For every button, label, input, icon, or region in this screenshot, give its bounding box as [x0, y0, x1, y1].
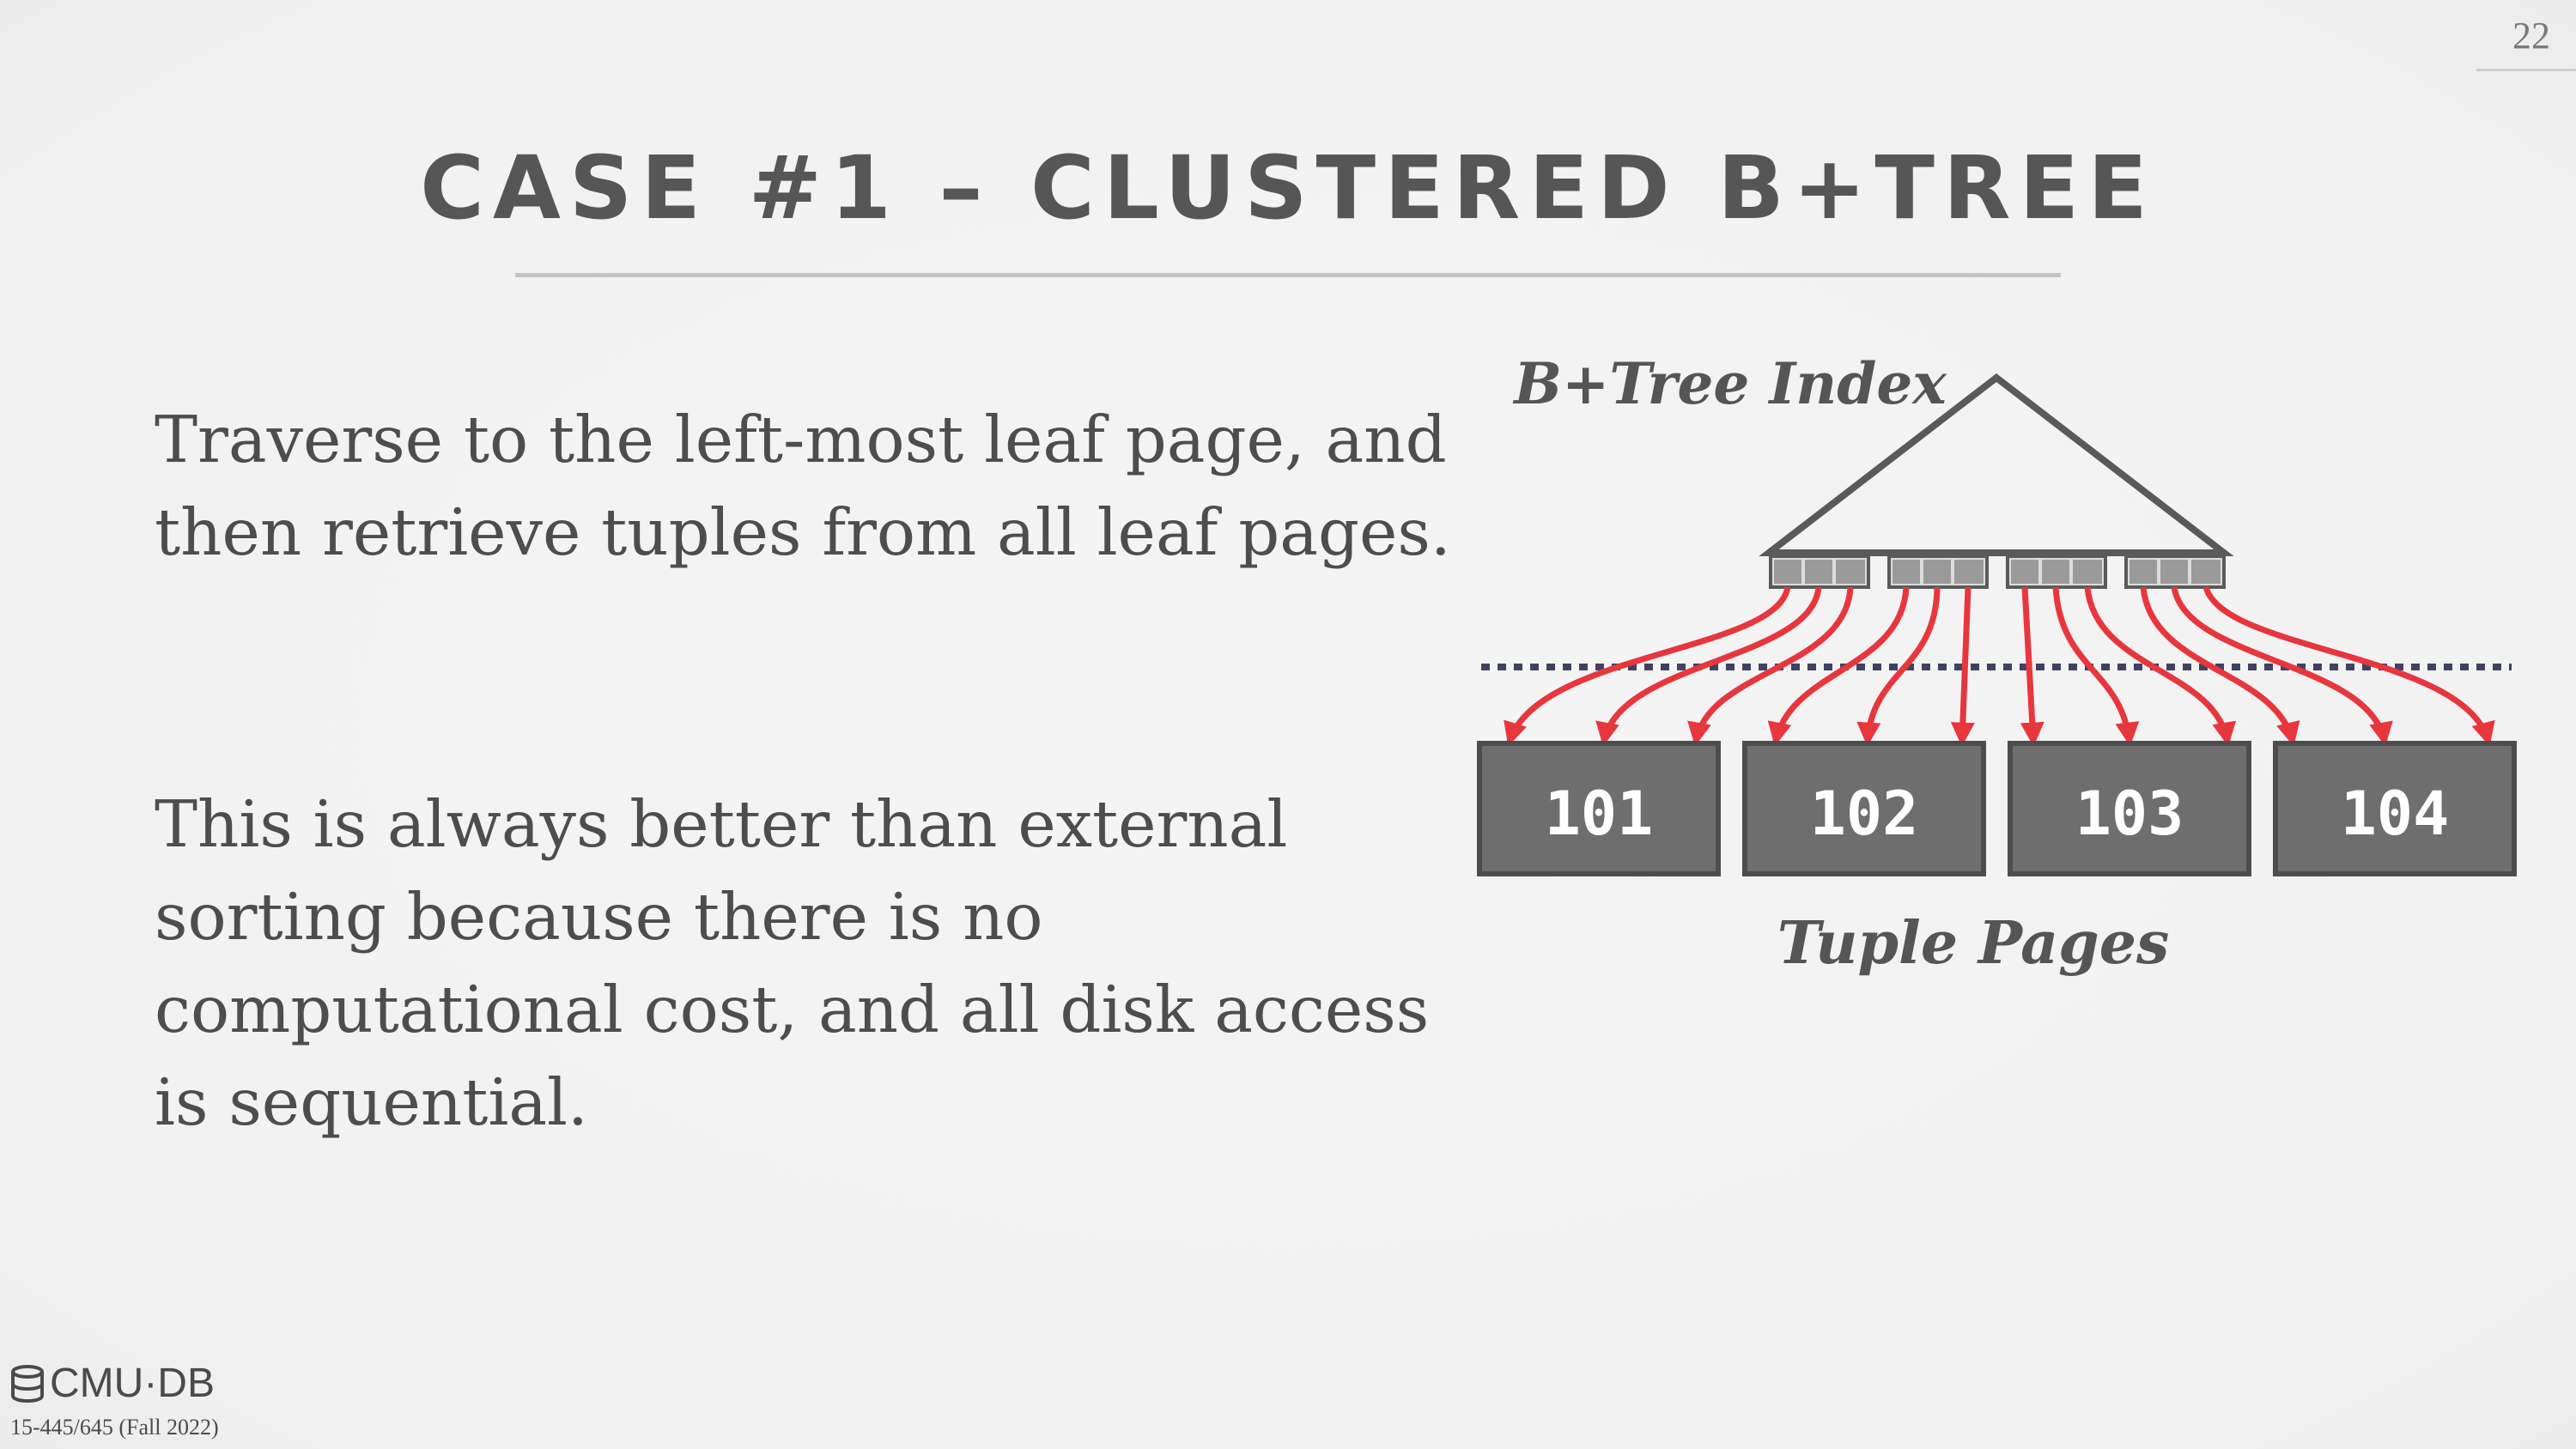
tuple-page-box	[2273, 741, 2517, 876]
footer-logo: CMU·DB	[10, 1360, 215, 1407]
pages-label: Tuple Pages	[1777, 909, 2170, 978]
arrow-4	[1767, 586, 1910, 747]
tuple-pointer-arrows	[1504, 585, 2495, 747]
page-number: 22	[2512, 15, 2550, 57]
database-icon	[11, 1364, 44, 1403]
arrow-11	[2171, 586, 2393, 747]
arrow-1	[1504, 586, 1791, 747]
tuple-page-103: 103	[2075, 779, 2184, 849]
slide-title: CASE #1 – CLUSTERED B+TREE	[420, 137, 2156, 239]
tuple-page-box	[2008, 741, 2251, 876]
tuple-page-104: 104	[2341, 779, 2449, 849]
arrow-9	[2084, 586, 2237, 747]
arrow-6	[1950, 586, 1975, 747]
tuple-page-box	[1742, 741, 1986, 876]
tuple-page-box	[1477, 741, 1721, 876]
leaf-nodes	[1769, 555, 2226, 589]
paragraph-better-than-sorting: This is always better than external sort…	[155, 786, 1430, 1140]
arrow-3	[1687, 586, 1854, 747]
arrow-2	[1595, 586, 1822, 747]
btree-triangle	[1759, 373, 2234, 556]
leaf-node-4	[2124, 555, 2226, 589]
course-label: 15-445/645 (Fall 2022)	[10, 1415, 219, 1440]
logo-text: CMU·DB	[50, 1361, 215, 1406]
tuple-page-102: 102	[1810, 779, 1918, 849]
arrow-12	[2202, 585, 2495, 747]
arrow-10	[2140, 586, 2300, 747]
paragraph-traverse: Traverse to the left-most leaf page, and…	[155, 402, 1451, 570]
leaf-node-1	[1769, 555, 1870, 589]
leaf-node-3	[2006, 555, 2107, 589]
arrow-7	[2020, 586, 2044, 747]
title-underline	[515, 273, 2061, 277]
arrow-5	[1856, 586, 1941, 747]
tuple-page-101: 101	[1545, 779, 1653, 849]
index-label: B+Tree Index	[1512, 350, 1947, 417]
tuple-pages: 101 102 103 104	[1477, 741, 2517, 876]
page-number-rule	[2476, 69, 2576, 71]
leaf-node-2	[1887, 555, 1989, 589]
arrow-8	[2052, 586, 2140, 747]
